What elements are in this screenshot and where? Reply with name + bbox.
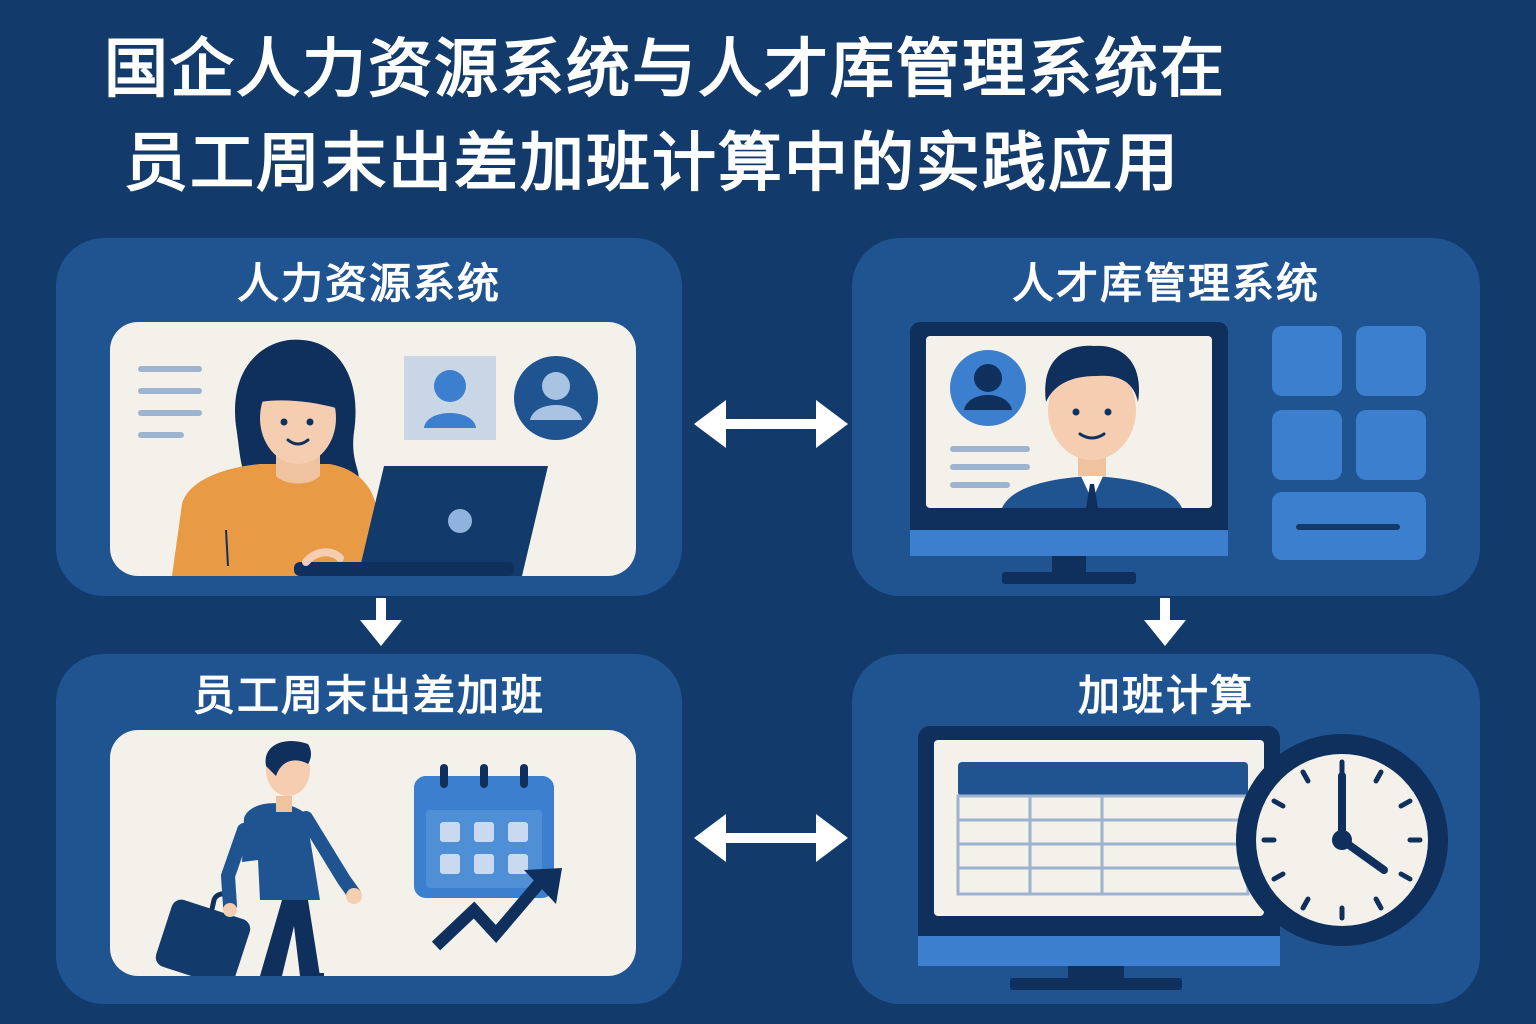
profile-text-lines xyxy=(950,446,1030,488)
suitcase-icon xyxy=(155,891,251,976)
hr-system-panel: 人力资源系统 xyxy=(56,238,682,596)
man-employee-figure xyxy=(1002,345,1182,508)
bidirectional-arrow-icon xyxy=(694,400,848,448)
calc-illustration xyxy=(918,726,1448,990)
tile-bar-line xyxy=(1296,524,1400,530)
talent-illustration xyxy=(910,322,1426,584)
calendar-icon xyxy=(414,764,554,898)
document-lines-icon xyxy=(138,366,202,438)
down-arrow-icon xyxy=(360,598,402,646)
user-avatar-icon xyxy=(404,356,496,440)
spreadsheet-icon xyxy=(956,762,1250,896)
travel-illustration xyxy=(155,740,562,976)
app-tiles-icon xyxy=(1272,326,1426,560)
title-line-1: 国企人力资源系统与人才库管理系统在 xyxy=(104,33,1226,107)
hr-system-label: 人力资源系统 xyxy=(236,259,501,308)
title-line-2: 员工周末出差加班计算中的实践应用 xyxy=(124,127,1180,201)
clock-icon xyxy=(1236,734,1448,946)
travel-panel: 员工周末出差加班 xyxy=(56,654,682,1004)
talent-system-panel: 人才库管理系统 xyxy=(852,238,1480,596)
overtime-calc-panel: 加班计算 xyxy=(852,654,1480,1004)
hr-illustration xyxy=(138,339,598,576)
laptop-icon xyxy=(294,466,548,576)
travel-label: 员工周末出差加班 xyxy=(192,671,545,720)
user-avatar-icon xyxy=(950,350,1026,426)
walking-man-figure xyxy=(220,740,362,976)
talent-system-label: 人才库管理系统 xyxy=(1011,259,1320,308)
trend-arrow-icon xyxy=(431,868,562,951)
down-arrow-icon-right xyxy=(1144,598,1186,646)
bidirectional-arrow-icon-bottom xyxy=(694,814,848,862)
hr-system-card xyxy=(110,322,636,576)
user-avatar-round-icon xyxy=(514,356,598,440)
overtime-calc-label: 加班计算 xyxy=(1077,671,1254,720)
woman-user-figure xyxy=(172,339,380,576)
travel-card xyxy=(110,730,636,976)
